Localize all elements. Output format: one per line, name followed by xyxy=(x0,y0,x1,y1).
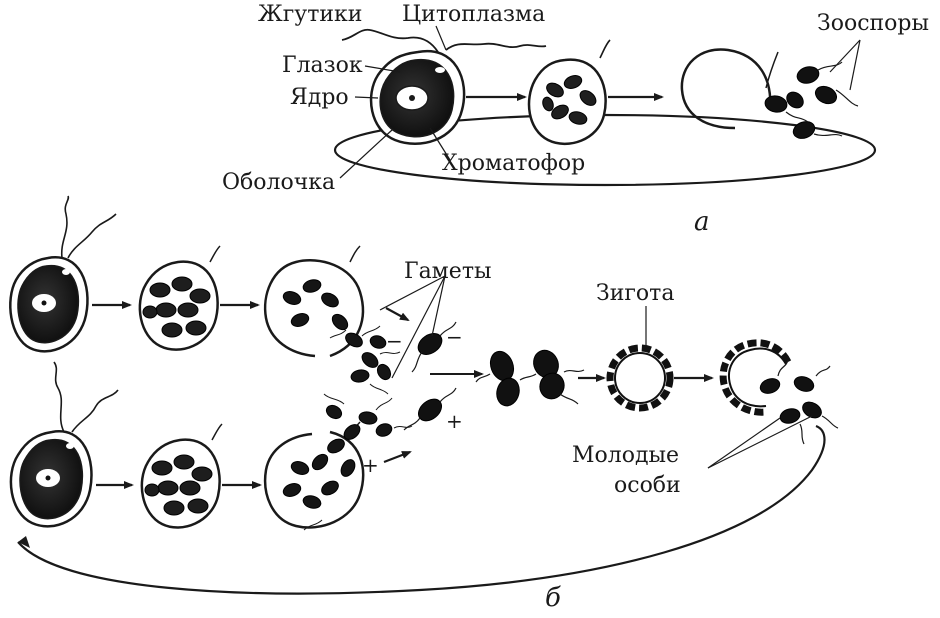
label-nucleus: Ядро xyxy=(290,85,349,110)
return-loop xyxy=(17,424,826,595)
zoospores-group xyxy=(764,66,838,139)
eyespot-mark xyxy=(435,67,445,73)
gamete-fusion xyxy=(489,349,565,407)
label-cytoplasm: Цитоплазма xyxy=(402,2,545,27)
bottom-gamete-release xyxy=(263,393,413,531)
gamete-minus xyxy=(417,333,443,355)
label-zoospores: Зооспоры xyxy=(817,11,929,36)
sign-minus-release: − xyxy=(386,329,403,353)
label-chromatophore: Хроматофор xyxy=(442,151,585,176)
label-wall: Оболочка xyxy=(222,170,335,195)
zygote xyxy=(606,344,674,412)
label-gametes: Гаметы xyxy=(404,259,492,284)
panel-b-leader-lines xyxy=(379,275,813,469)
young-individuals xyxy=(759,376,822,424)
empty-wall xyxy=(680,48,772,130)
labels-layer: Жгутики Цитоплазма Глазок Ядро Оболочка … xyxy=(222,2,929,613)
panel-b-sexual-cycle xyxy=(9,195,839,595)
flagellum-left xyxy=(341,28,439,53)
label-young-line1: Молодые xyxy=(572,443,679,468)
label-eyespot: Глазок xyxy=(282,53,363,78)
mature-cell xyxy=(341,28,547,145)
bottom-dividing-cell xyxy=(140,423,223,529)
bottom-mature-cell xyxy=(9,361,119,528)
sign-plus-release: + xyxy=(362,453,379,477)
panel-a-asexual-cycle xyxy=(333,25,877,187)
top-dividing-cell xyxy=(138,245,221,351)
top-gamete-release xyxy=(263,245,401,395)
gamete-plus xyxy=(417,398,443,422)
free-gametes xyxy=(383,307,484,464)
panel-letter-a: а xyxy=(694,207,710,237)
label-young-line2: особи xyxy=(614,473,681,498)
top-mature-cell xyxy=(9,195,117,353)
dividing-cell xyxy=(527,39,611,146)
sign-minus-gamete: − xyxy=(446,325,463,349)
panel-a-leader-lines xyxy=(339,25,861,179)
flagellum-right xyxy=(445,42,547,51)
label-flagella: Жгутики xyxy=(258,2,362,27)
panel-letter-b: б xyxy=(545,583,561,613)
sign-plus-gamete: + xyxy=(446,409,463,433)
label-zygote: Зигота xyxy=(596,281,674,306)
germinating-zygote xyxy=(719,339,792,416)
